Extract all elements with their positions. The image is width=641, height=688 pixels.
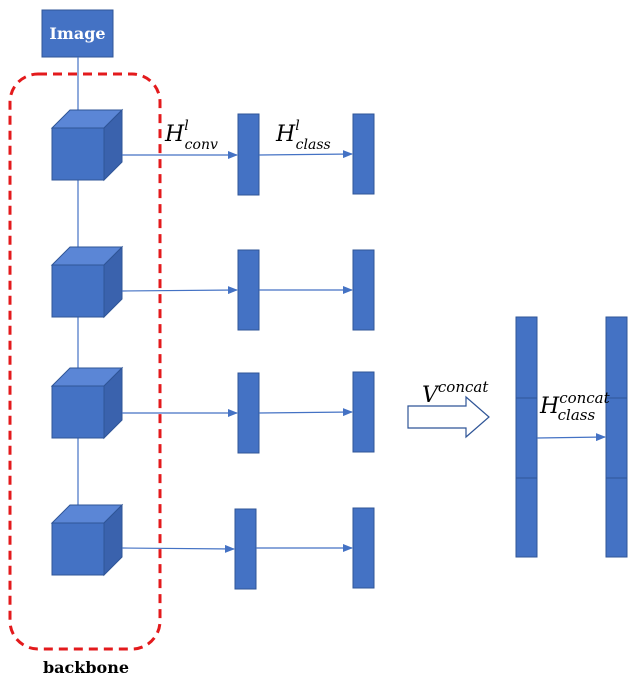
arrow-concat-to-class <box>536 433 606 442</box>
conv-head-block-2 <box>237 249 260 331</box>
conv-head-block-4 <box>234 508 257 590</box>
class-head-block-1 <box>352 113 375 195</box>
conv-head-block-3 <box>237 372 260 454</box>
arrow-stage-4-to-conv-4 <box>121 544 235 553</box>
concat-label: Vconcat <box>422 378 489 408</box>
backbone-stage-1 <box>50 108 124 182</box>
concat-hollow-arrow <box>407 395 490 439</box>
arrow-conv-1-to-class-1 <box>258 150 353 159</box>
image-input-box: Image <box>41 9 114 58</box>
class-head-block-2 <box>352 249 375 331</box>
class-head-block-3 <box>352 371 375 453</box>
backbone-stage-4 <box>50 503 124 577</box>
backbone-stage-2 <box>50 245 124 319</box>
backbone-stage-3 <box>50 366 124 440</box>
backbone-outline <box>8 72 162 651</box>
arrow-conv-3-to-class-3 <box>258 408 353 417</box>
class-head-block-4 <box>352 507 375 589</box>
backbone-label: backbone <box>43 658 129 677</box>
concat-feature-column <box>515 316 538 558</box>
conv-head-block-1 <box>237 113 260 196</box>
image-input-label: Image <box>49 24 105 43</box>
concat-class-column <box>605 316 628 558</box>
arrow-stage-2-to-conv-2 <box>121 286 238 295</box>
